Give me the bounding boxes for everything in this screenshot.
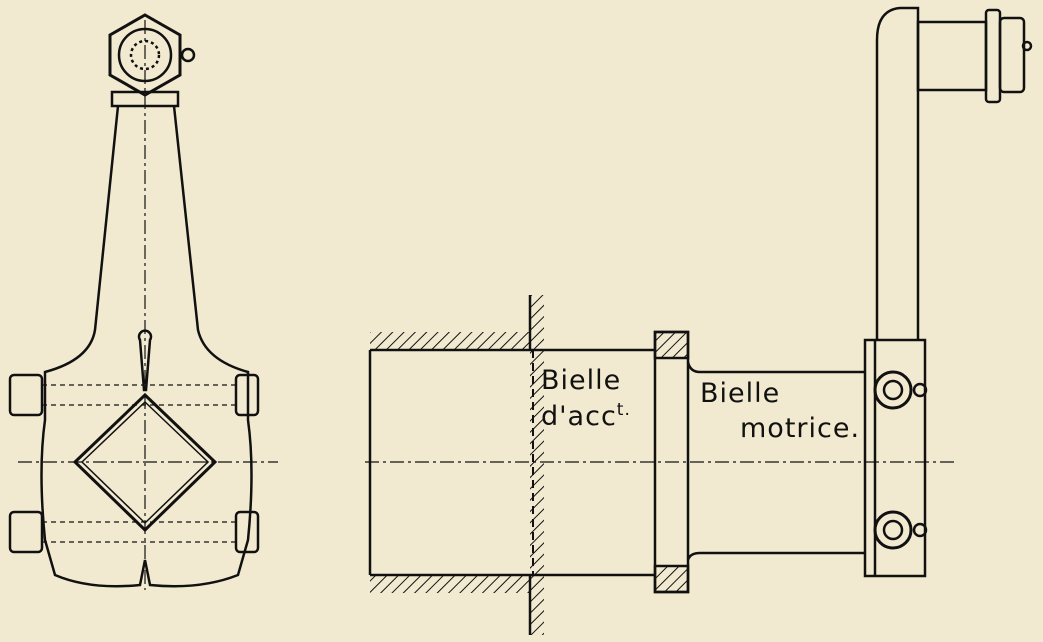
- centerlines: [18, 20, 278, 590]
- label-line: d'acc: [541, 401, 617, 432]
- nut-upper: [873, 370, 913, 410]
- rod-elevation-view: [8, 13, 278, 590]
- label-line: Bielle: [541, 365, 622, 396]
- label-bielle-motrice: Bielle motrice.: [700, 380, 860, 442]
- big-end-bearing: [72, 392, 218, 533]
- label-line: motrice.: [740, 413, 861, 444]
- side-profile-view: [863, 6, 1033, 578]
- section-view: [365, 295, 955, 635]
- nut-lower: [873, 510, 913, 550]
- pin-nut: [984, 8, 1002, 104]
- label-superscript: t.: [616, 400, 631, 420]
- label-bielle-accouplement: Bielle d'acct.: [541, 367, 631, 430]
- label-line: Bielle: [700, 378, 781, 409]
- bolt-nuts: [8, 373, 260, 554]
- rod-shank: [40, 105, 253, 588]
